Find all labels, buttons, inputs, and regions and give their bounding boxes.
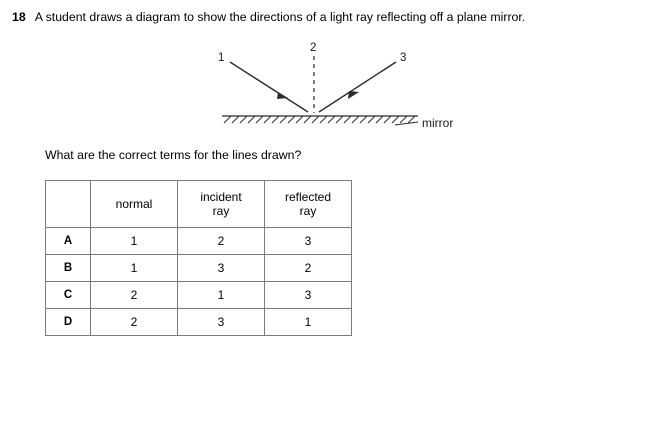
- option-a-normal: 1: [90, 227, 178, 255]
- option-b-incident: 3: [177, 254, 265, 282]
- header-incident-ray-line1: incident: [200, 189, 242, 204]
- label-normal-2: 2: [310, 42, 317, 54]
- table-row[interactable]: A 1 2 3: [45, 227, 352, 255]
- label-ray-1: 1: [218, 52, 225, 64]
- question-prompt: What are the correct terms for the lines…: [45, 148, 302, 162]
- option-c-incident: 1: [177, 281, 265, 309]
- diagram-svg: [222, 56, 419, 126]
- option-label-a: A: [45, 227, 91, 255]
- option-d-incident: 3: [177, 308, 265, 336]
- header-incident-ray: incident ray: [177, 180, 265, 228]
- question-text: A student draws a diagram to show the di…: [34, 10, 526, 24]
- reflection-diagram: 1 2 3 mirror: [200, 40, 500, 140]
- option-c-reflected: 3: [264, 281, 352, 309]
- table-row[interactable]: C 2 1 3: [45, 281, 352, 309]
- header-blank: [45, 180, 91, 228]
- table-header: normal incident ray reflected ray: [45, 180, 352, 228]
- reflected-ray-line: [318, 61, 397, 113]
- header-reflected-ray-line2: ray: [299, 204, 317, 218]
- table-header-row: normal incident ray reflected ray: [45, 180, 352, 228]
- table-row[interactable]: D 2 3 1: [45, 308, 352, 336]
- label-mirror: mirror: [422, 116, 454, 130]
- option-label-c: C: [45, 281, 91, 309]
- question-header: 18 A student draws a diagram to show the…: [12, 10, 525, 25]
- question-number: 18: [12, 10, 26, 24]
- option-b-normal: 1: [90, 254, 178, 282]
- option-a-incident: 2: [177, 227, 265, 255]
- answer-options-table: normal incident ray reflected ray A 1 2 …: [45, 180, 352, 336]
- header-reflected-ray-line1: reflected: [284, 189, 332, 204]
- option-d-normal: 2: [90, 308, 178, 336]
- header-reflected-ray: reflected ray: [264, 180, 352, 228]
- option-b-reflected: 2: [264, 254, 352, 282]
- table-row[interactable]: B 1 3 2: [45, 254, 352, 282]
- option-a-reflected: 3: [264, 227, 352, 255]
- incident-ray-arrow: [277, 92, 288, 99]
- incident-ray-line: [229, 61, 309, 113]
- option-label-b: B: [45, 254, 91, 282]
- option-label-d: D: [45, 308, 91, 336]
- header-normal: normal: [90, 180, 178, 228]
- reflected-ray-arrow: [348, 91, 359, 99]
- option-d-reflected: 1: [264, 308, 352, 336]
- mirror-hatching: [223, 115, 416, 124]
- mirror-label-leader: [394, 121, 419, 126]
- table-body: A 1 2 3 B 1 3 2 C 2 1 3 D 2 3 1: [45, 227, 352, 336]
- label-ray-3: 3: [400, 52, 407, 64]
- header-incident-ray-line2: ray: [212, 204, 230, 218]
- option-c-normal: 2: [90, 281, 178, 309]
